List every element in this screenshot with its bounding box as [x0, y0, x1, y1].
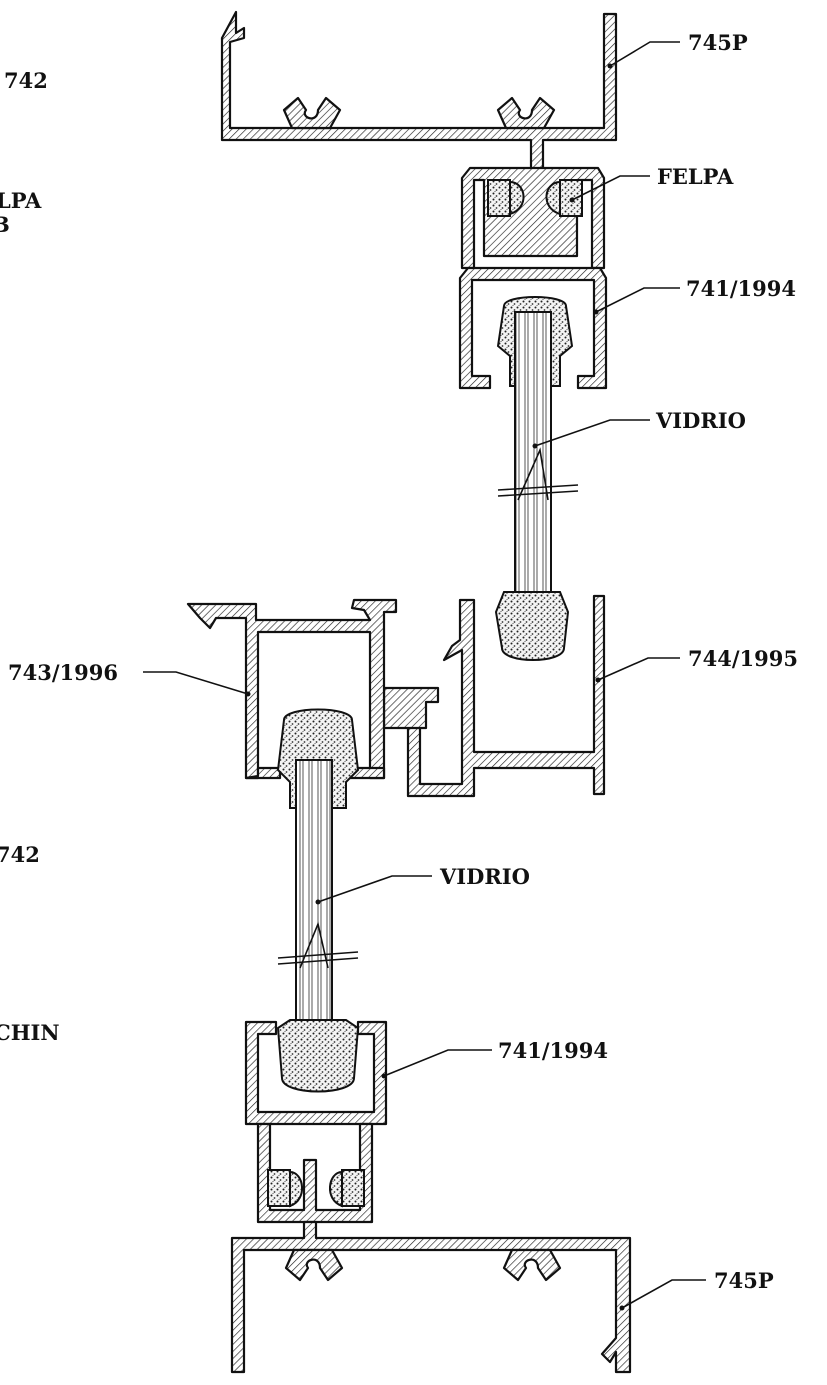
label-b-partial: B [0, 212, 10, 237]
label-vidrio-bottom: VIDRIO [439, 864, 530, 889]
label-741-bottom: 741/1994 [498, 1038, 608, 1063]
profile-745p-bottom [230, 1220, 632, 1374]
label-743: 743/1996 [8, 660, 118, 685]
profile-744 [382, 591, 606, 798]
label-742-bottom-partial: 742 [0, 842, 40, 867]
felpa-seal-bottom-right [341, 1169, 365, 1207]
felpa-housing-bottom [256, 1122, 374, 1224]
label-745p-bottom: 745P [714, 1268, 774, 1293]
label-chin-partial: CHIN [0, 1020, 60, 1045]
felpa-housing-top [460, 166, 606, 270]
label-felpa: FELPA [657, 164, 734, 189]
break-mark-bottom [277, 921, 359, 969]
felpa-seal-bottom-left [267, 1169, 291, 1207]
label-742-top-partial: 742 [4, 68, 48, 93]
label-741-top: 741/1994 [686, 276, 796, 301]
break-mark-top [497, 447, 579, 501]
leader-lines [143, 41, 706, 1311]
label-745p-top: 745P [688, 30, 748, 55]
label-lpa-partial: LPA [0, 188, 42, 213]
glass-bottom [295, 759, 333, 1061]
label-744: 744/1995 [688, 646, 798, 671]
profile-745p-top [220, 10, 618, 234]
label-vidrio-top: VIDRIO [655, 408, 746, 433]
profile-743 [186, 598, 398, 1061]
profile-741-bottom [244, 1019, 388, 1126]
felpa-seal-left [487, 179, 511, 217]
